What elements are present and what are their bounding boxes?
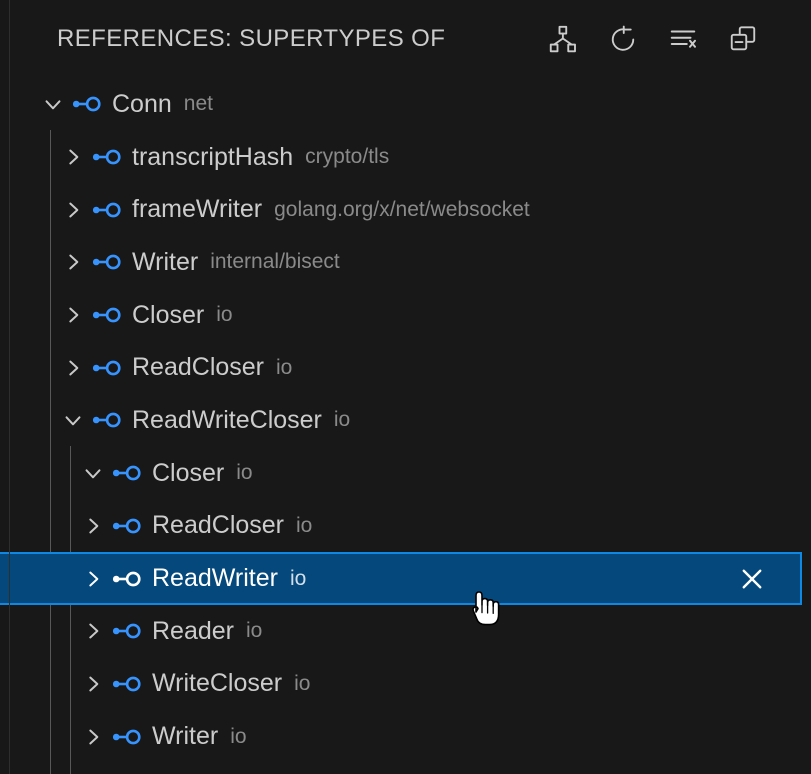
chevron-down-icon[interactable] xyxy=(36,87,70,121)
interface-icon xyxy=(110,461,146,485)
tree-row-selected[interactable]: ReadWriter io xyxy=(0,552,802,605)
tree-row[interactable]: Closer io xyxy=(0,289,802,342)
panel-header: REFERENCES: SUPERTYPES OF xyxy=(0,0,802,78)
chevron-right-icon[interactable] xyxy=(76,509,110,543)
interface-icon xyxy=(110,672,146,696)
panel-header-actions xyxy=(546,22,760,56)
tree-row-label: Conn xyxy=(112,89,172,118)
tree-row-actions xyxy=(734,561,770,597)
tree-row-description: io xyxy=(230,724,247,748)
tree-row-label: Writer xyxy=(152,722,219,751)
clear-all-icon xyxy=(668,24,698,54)
chevron-right-icon[interactable] xyxy=(76,614,110,648)
close-icon[interactable] xyxy=(734,561,770,597)
interface-icon xyxy=(110,567,146,591)
interface-icon xyxy=(90,145,126,169)
panel-edge-divider xyxy=(9,0,10,774)
tree-row-label: frameWriter xyxy=(132,195,263,224)
tree-row-description: internal/bisect xyxy=(210,250,340,274)
collapse-all-button[interactable] xyxy=(726,22,760,56)
interface-icon xyxy=(90,356,126,380)
indent-guide-level-1 xyxy=(50,130,51,774)
tree-row-description: golang.org/x/net/websocket xyxy=(274,197,530,221)
interface-icon xyxy=(90,303,126,327)
tree-row-description: io xyxy=(289,566,307,590)
chevron-right-icon[interactable] xyxy=(56,245,90,279)
interface-icon xyxy=(70,92,106,116)
type-hierarchy-button[interactable] xyxy=(546,22,580,56)
refresh-icon xyxy=(608,24,638,54)
tree-row[interactable]: ReadCloser io xyxy=(0,341,802,394)
interface-icon xyxy=(110,619,146,643)
interface-icon xyxy=(90,198,126,222)
chevron-down-icon[interactable] xyxy=(56,403,90,437)
tree-row-description: crypto/tls xyxy=(305,145,390,169)
tree-row[interactable]: ReadCloser io xyxy=(0,500,802,553)
tree-row-label: ReadCloser xyxy=(132,353,265,382)
tree-row-description: io xyxy=(276,355,293,379)
chevron-right-icon[interactable] xyxy=(56,351,90,385)
chevron-right-icon[interactable] xyxy=(56,298,90,332)
chevron-down-icon[interactable] xyxy=(76,456,110,490)
tree-row[interactable]: WriteCloser io xyxy=(0,658,802,711)
tree-row[interactable]: Writer io xyxy=(0,710,802,763)
interface-icon xyxy=(90,250,126,274)
tree-row-description: net xyxy=(183,92,213,116)
type-hierarchy-icon xyxy=(548,24,578,54)
tree-row-description: io xyxy=(296,513,313,537)
collapse-all-icon xyxy=(728,24,758,54)
tree-row-description: io xyxy=(294,671,311,695)
tree-row-description: io xyxy=(236,461,253,485)
tree-row-label: Closer xyxy=(132,300,205,329)
clear-all-button[interactable] xyxy=(666,22,700,56)
tree-row[interactable]: ReadWriteCloser io xyxy=(0,394,802,447)
tree-row[interactable]: Closer io xyxy=(0,447,802,500)
tree-row-description: io xyxy=(333,408,351,432)
tree-row-description: io xyxy=(216,303,233,327)
tree-row-label: ReadWriter xyxy=(152,564,278,593)
tree-row[interactable]: Writer internal/bisect xyxy=(0,236,802,289)
tree-row-label: WriteCloser xyxy=(152,669,283,698)
chevron-right-icon[interactable] xyxy=(56,140,90,174)
tree-row-label: Writer xyxy=(132,247,199,276)
tree-row[interactable]: Reader io xyxy=(0,605,802,658)
tree-row-label: Reader xyxy=(152,616,234,645)
chevron-right-icon[interactable] xyxy=(76,562,110,596)
panel-title: REFERENCES: SUPERTYPES OF xyxy=(57,25,446,52)
interface-icon xyxy=(90,408,126,432)
interface-icon xyxy=(110,725,146,749)
tree-row[interactable]: transcriptHash crypto/tls xyxy=(0,131,802,184)
chevron-right-icon[interactable] xyxy=(76,667,110,701)
chevron-right-icon[interactable] xyxy=(56,193,90,227)
tree-row-label: transcriptHash xyxy=(132,142,294,171)
refresh-button[interactable] xyxy=(606,22,640,56)
chevron-right-icon[interactable] xyxy=(76,720,110,754)
tree-row[interactable]: frameWriter golang.org/x/net/websocket xyxy=(0,183,802,236)
tree-row-description: io xyxy=(246,619,263,643)
tree-row-label: ReadCloser xyxy=(152,511,285,540)
interface-icon xyxy=(110,514,146,538)
tree-row-label: ReadWriteCloser xyxy=(132,405,322,434)
tree-row-label: Closer xyxy=(152,458,225,487)
indent-guide-level-2 xyxy=(70,446,71,774)
